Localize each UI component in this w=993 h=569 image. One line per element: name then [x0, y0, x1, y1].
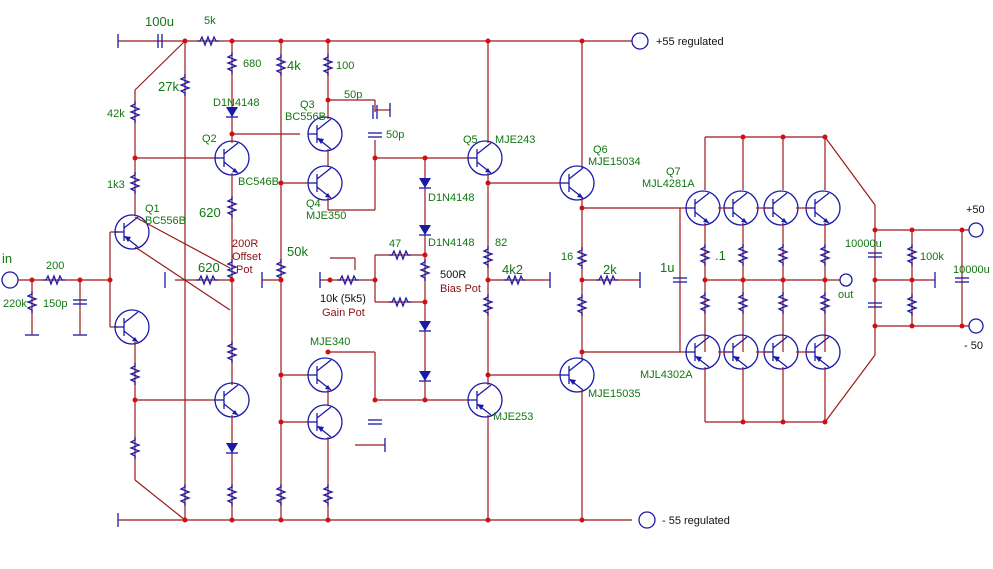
label-r-16: 16: [561, 251, 573, 263]
junction-dots: [29, 38, 965, 523]
label-q3: Q3: [300, 99, 315, 111]
label-r-50k: 50k: [287, 244, 308, 259]
label-plus55: +55 regulated: [656, 36, 724, 48]
lower-vas: [281, 351, 468, 520]
label-c-100u: 100u: [145, 14, 174, 29]
label-in: in: [2, 251, 12, 266]
label-q2: Q2: [202, 133, 217, 145]
label-c-150p: 150p: [43, 298, 67, 310]
label-r-47: 47: [389, 238, 401, 250]
component-labels: 100u 5k 27k 42k 1k3 Q1 BC556B Q2 BC546B …: [2, 14, 990, 527]
input-terminal: [1, 271, 19, 289]
label-r-200: 200: [46, 260, 64, 272]
label-out: out: [838, 289, 853, 301]
label-mjl4302a: MJL4302A: [640, 369, 693, 381]
output-device-row-top: [685, 137, 841, 352]
label-q7: Q7: [666, 166, 681, 178]
label-q6: Q6: [593, 144, 608, 156]
label-mje253: MJE253: [493, 411, 533, 423]
label-mje15035: MJE15035: [588, 388, 641, 400]
label-d1: D1N4148: [213, 97, 259, 109]
label-r-680: 680: [243, 58, 261, 70]
label-plus50: +50: [966, 204, 985, 216]
label-mje340: MJE340: [310, 336, 350, 348]
driver-stage: [467, 41, 688, 520]
label-c-10000u-b: 10000u: [953, 264, 990, 276]
label-r-0-1: .1: [715, 248, 726, 263]
label-q5-part: MJE243: [495, 134, 535, 146]
minus50-terminal: [968, 318, 984, 334]
label-q4: Q4: [306, 198, 321, 210]
label-r-2k: 2k: [603, 262, 617, 277]
label-r-1k3: 1k3: [107, 179, 125, 191]
output-terminal: [839, 273, 853, 287]
label-minus50: - 50: [964, 340, 983, 352]
label-q6-part: MJE15034: [588, 156, 641, 168]
label-pot-bias-value: 500R: [440, 269, 466, 281]
label-minus55: - 55 regulated: [662, 515, 730, 527]
plus50-terminal: [968, 222, 984, 238]
label-q1: Q1: [145, 203, 160, 215]
input-stage: [1, 231, 118, 336]
minus55-terminal: [638, 511, 656, 529]
label-r-82: 82: [495, 237, 507, 249]
label-q1-part: BC556B: [145, 215, 186, 227]
output-device-row-bottom: [685, 334, 841, 422]
label-q5: Q5: [463, 134, 478, 146]
front-end: [114, 33, 300, 521]
label-r-4k2: 4k2: [502, 262, 523, 277]
label-c-50p-a: 50p: [344, 89, 362, 101]
label-pot-bias-name: Bias Pot: [440, 283, 481, 295]
label-pot-gain-value: 10k (5k5): [320, 293, 366, 305]
label-pot-offset-word: Pot: [236, 264, 253, 276]
label-q7-part: MJL4281A: [642, 178, 695, 190]
label-q2-part: BC546B: [238, 176, 279, 188]
label-r-100: 100: [336, 60, 354, 72]
label-c-10000u-a: 10000u: [845, 238, 882, 250]
label-r-4k: 4k: [287, 58, 301, 73]
label-d2: D1N4148: [428, 192, 474, 204]
output-stage: [680, 136, 876, 423]
plus55-terminal: [631, 32, 649, 50]
label-r-5k: 5k: [204, 15, 216, 27]
label-r-220k: 220k: [3, 298, 27, 310]
label-q4-part: MJE350: [306, 210, 346, 222]
label-pot-offset-value: 200R: [232, 238, 258, 250]
label-pot-offset-name: Offset: [232, 251, 261, 263]
label-pot-gain-name: Gain Pot: [322, 307, 365, 319]
psu-filter: [867, 205, 984, 355]
label-r-27k: 27k: [158, 79, 179, 94]
label-c-1u: 1u: [660, 260, 674, 275]
label-r-42k: 42k: [107, 108, 125, 120]
label-r-620-b: 620: [198, 260, 220, 275]
label-r-620-a: 620: [199, 205, 221, 220]
label-c-50p-b: 50p: [386, 129, 404, 141]
label-q3-part: BC556B: [285, 111, 326, 123]
label-r-100k: 100k: [920, 251, 944, 263]
label-d3: D1N4148: [428, 237, 474, 249]
